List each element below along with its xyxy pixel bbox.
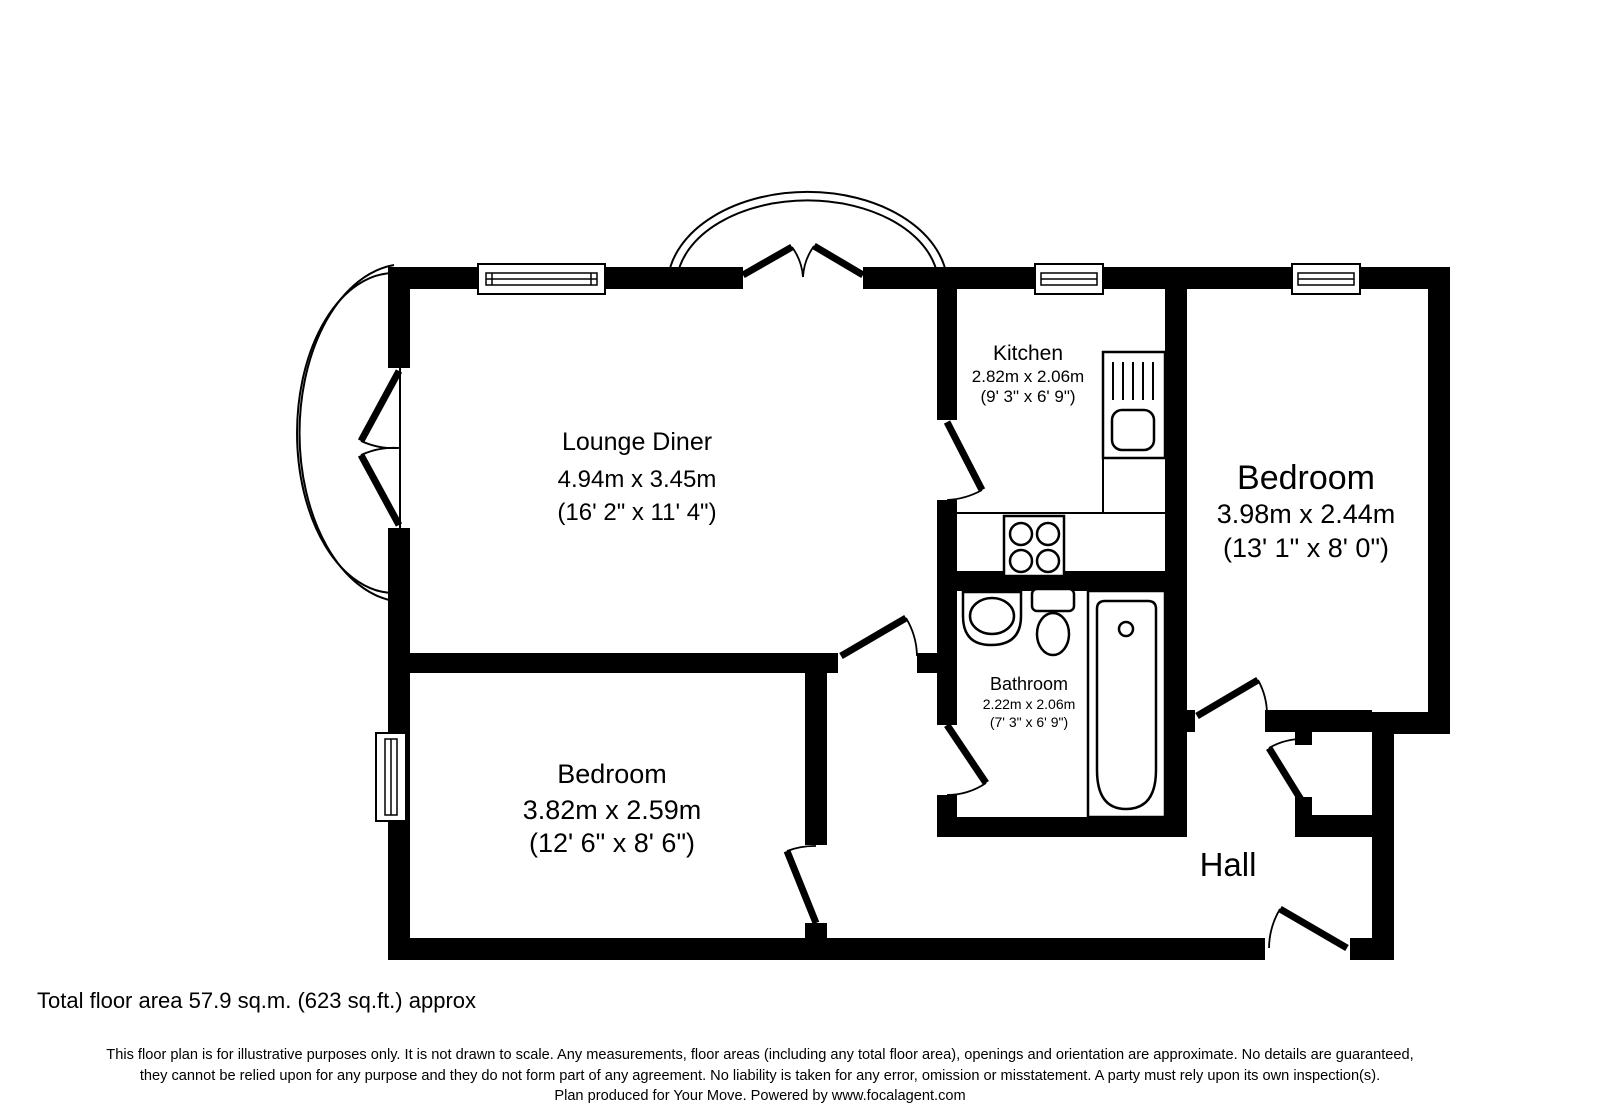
- room-label-bedroom-left: Bedroom 3.82m x 2.59m (12' 6" x 8' 6"): [523, 759, 702, 858]
- room-dimensions-metric: 3.82m x 2.59m: [523, 795, 702, 825]
- door-swing-arc: [1268, 908, 1281, 949]
- cupboard-door-leaf: [1266, 746, 1306, 805]
- sink-basin: [1110, 408, 1156, 452]
- kitchen-door-leaf: [943, 420, 986, 492]
- window-bedroom-left: [375, 732, 407, 822]
- wall-segment: [410, 653, 838, 673]
- wall-segment: [937, 571, 1187, 591]
- room-dimensions-metric: 3.98m x 2.44m: [1217, 499, 1396, 529]
- left-bow-window-arc-inner: [296, 272, 395, 594]
- disclaimer-line-3: Plan produced for Your Move. Powered by …: [554, 1088, 965, 1104]
- french-door-leaf: [741, 243, 794, 279]
- kitchen-fixtures: [957, 350, 1167, 578]
- room-dimensions-metric: 4.94m x 3.45m: [558, 466, 717, 493]
- cupboard-wall: [1295, 815, 1372, 837]
- door-swing-arc: [946, 489, 983, 501]
- bath-drain: [1117, 620, 1135, 638]
- room-name: Bathroom: [990, 674, 1068, 694]
- windows: [375, 263, 1361, 822]
- top-bow-window-arc-outer: [667, 190, 948, 279]
- window-lounge: [477, 263, 606, 295]
- wall-segment: [388, 938, 1265, 960]
- doors: [783, 420, 1349, 952]
- room-dimensions-metric: 2.82m x 2.06m: [972, 367, 1084, 386]
- entry-door-leaf: [1278, 905, 1349, 952]
- top-bow-window-arc-inner: [676, 199, 939, 279]
- disclaimer-line-1: This floor plan is for illustrative purp…: [106, 1047, 1413, 1063]
- room-label-kitchen: Kitchen 2.82m x 2.06m (9' 3" x 6' 9"): [972, 342, 1084, 406]
- door-swing-arc: [802, 245, 815, 278]
- room-dimensions-metric: 2.22m x 2.06m: [983, 696, 1076, 712]
- door-swing-arc: [791, 246, 804, 278]
- french-door-leaf: [812, 242, 865, 279]
- bathroom-fixtures: [961, 587, 1167, 819]
- wall-segment: [805, 923, 827, 938]
- room-label-bathroom: Bathroom 2.22m x 2.06m (7' 3" x 6' 9"): [983, 674, 1076, 730]
- wall-segment: [1265, 710, 1372, 732]
- bathroom-door-leaf: [944, 723, 989, 785]
- room-labels: Lounge Diner 4.94m x 3.45m (16' 2" x 11'…: [523, 342, 1396, 883]
- room-dimensions-imperial: (7' 3" x 6' 9"): [990, 714, 1068, 730]
- door-swing-arc: [1268, 738, 1304, 749]
- toilet: [1030, 587, 1076, 657]
- room-name: Lounge Diner: [562, 428, 712, 456]
- wall-segment: [1165, 289, 1187, 837]
- wall-segment: [1165, 710, 1195, 732]
- room-name: Kitchen: [993, 342, 1063, 365]
- window-bedroom-right: [1291, 263, 1361, 295]
- french-door-leaf: [357, 453, 403, 527]
- wall-segment: [937, 289, 957, 420]
- door-swing-arc: [905, 617, 918, 657]
- wall-segment: [937, 817, 1187, 837]
- bedroom-right-door-leaf: [1195, 676, 1260, 720]
- room-label-hall: Hall: [1200, 846, 1257, 883]
- window-kitchen: [1034, 263, 1104, 295]
- cupboard-wall-stub: [1295, 732, 1312, 745]
- room-dimensions-imperial: (16' 2" x 11' 4"): [557, 499, 716, 526]
- door-swing-arc: [946, 782, 987, 796]
- total-floor-area: Total floor area 57.9 sq.m. (623 sq.ft.)…: [37, 988, 476, 1013]
- room-dimensions-imperial: (13' 1" x 8' 0"): [1223, 533, 1389, 563]
- room-name: Bedroom: [1237, 459, 1375, 497]
- wall-segment: [937, 500, 957, 725]
- wall-segment: [805, 653, 827, 845]
- wall-segment: [1372, 712, 1394, 960]
- bathtub: [1086, 589, 1167, 819]
- room-label-lounge-diner: Lounge Diner 4.94m x 3.45m (16' 2" x 11'…: [557, 428, 716, 526]
- door-swing-arc: [786, 845, 817, 852]
- room-dimensions-imperial: (9' 3" x 6' 9"): [980, 387, 1075, 406]
- room-name: Hall: [1200, 846, 1257, 883]
- disclaimer-line-2: they cannot be relied upon for any purpo…: [140, 1068, 1380, 1084]
- left-bow-window-arc-outer: [298, 264, 395, 602]
- room-dimensions-imperial: (12' 6" x 8' 6"): [529, 828, 695, 858]
- wall-segment: [388, 267, 410, 368]
- wall-segment: [863, 267, 1450, 289]
- french-door-leaf: [357, 369, 403, 443]
- room-name: Bedroom: [557, 759, 667, 789]
- bow-windows: [296, 190, 948, 602]
- room-label-bedroom-right: Bedroom 3.98m x 2.44m (13' 1" x 8' 0"): [1217, 459, 1396, 563]
- kitchen-sink-unit: [1101, 350, 1167, 460]
- hob: [1002, 514, 1066, 578]
- door-swing-arc: [360, 446, 400, 456]
- wall-segment: [1428, 267, 1450, 734]
- door-swing-arc: [1257, 679, 1268, 715]
- bathroom-basin: [961, 590, 1023, 647]
- lounge-door-leaf: [839, 614, 908, 660]
- bedroom-left-door-leaf: [783, 849, 820, 925]
- wall-segment: [917, 653, 957, 673]
- footer: Total floor area 57.9 sq.m. (623 sq.ft.)…: [37, 988, 1414, 1104]
